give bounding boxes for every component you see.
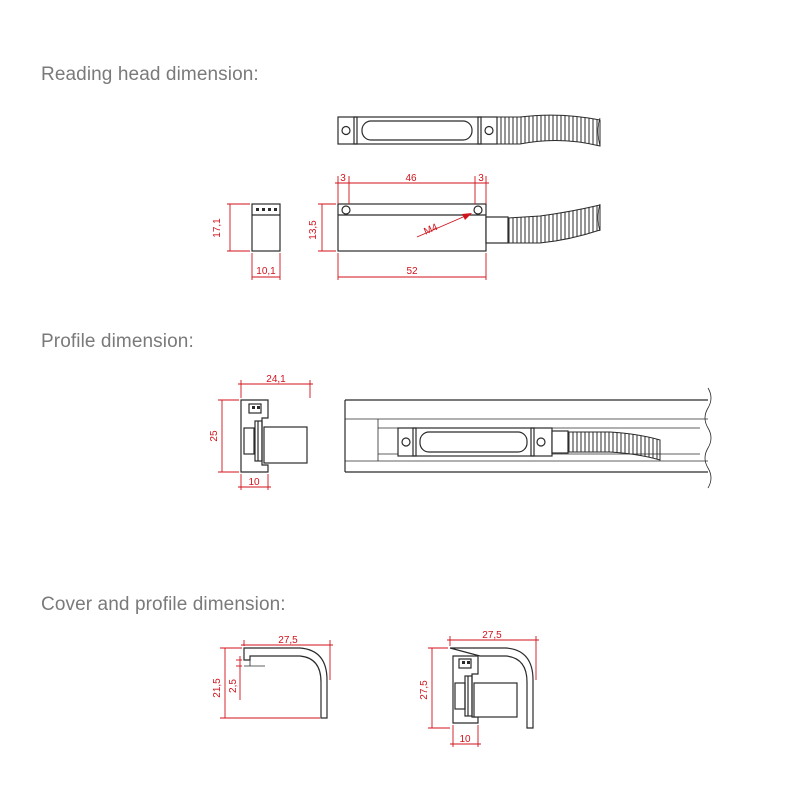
reading-head-end-view: 17,1 10,1: [212, 203, 281, 280]
cover-profile-heading: Cover and profile dimension:: [41, 594, 286, 615]
dim-head-side-width: 10,1: [256, 266, 276, 277]
dim-cover-height-2: 27,5: [419, 680, 430, 700]
reading-head-heading: Reading head dimension:: [41, 64, 259, 85]
cover-view-2: 27,5 27,5 10: [419, 630, 539, 747]
reading-head-top-view: [337, 114, 601, 147]
dim-profile-foot: 10: [248, 477, 260, 488]
dim-head-hole-right: 3: [478, 173, 484, 184]
dim-cover-width-2: 27,5: [482, 630, 502, 641]
dim-cover-foot-2: 10: [459, 734, 471, 745]
dim-head-height: 13,5: [308, 220, 319, 240]
profile-heading: Profile dimension:: [41, 331, 194, 352]
cover-view-1: 27,5 21,5 2,5: [212, 635, 333, 719]
dim-profile-width: 24,1: [266, 374, 286, 385]
dim-head-hole-left: 3: [340, 173, 346, 184]
dim-head-side-height: 17,1: [212, 218, 223, 238]
dim-head-length: 52: [406, 266, 418, 277]
dim-head-hole-spacing: 46: [405, 173, 417, 184]
dim-profile-height: 25: [209, 430, 220, 442]
profile-long-view: [344, 387, 712, 489]
dim-cover-width-1: 27,5: [278, 635, 298, 646]
reading-head-front-view: M4 3 46 3 13,5 52: [308, 173, 601, 280]
dim-cover-height-1: 21,5: [212, 678, 223, 698]
dim-cover-lip: 2,5: [228, 679, 239, 693]
dim-head-thread: M4: [422, 222, 440, 238]
profile-section-view: 24,1 25 10: [209, 374, 313, 490]
